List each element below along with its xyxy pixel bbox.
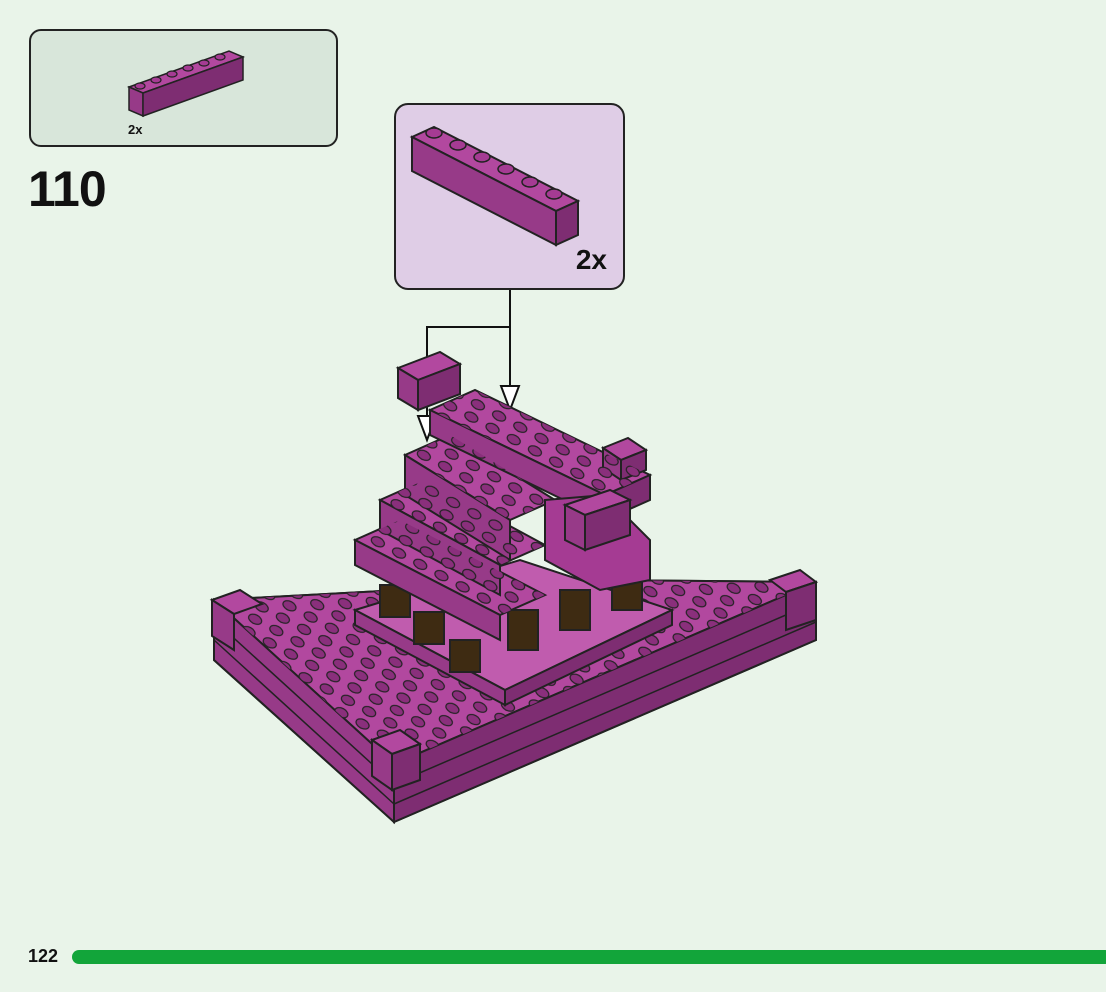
callout-box: 2x xyxy=(394,103,625,290)
parts-brick-icon xyxy=(126,50,246,118)
callout-quantity: 2x xyxy=(575,244,607,275)
page-number: 122 xyxy=(28,946,59,966)
parts-quantity: 2x xyxy=(128,122,143,137)
progress-bar xyxy=(72,950,1106,964)
step-number: 110 xyxy=(28,161,107,217)
parts-list-box: 2x xyxy=(29,29,338,147)
callout-brick-icon xyxy=(409,125,581,247)
